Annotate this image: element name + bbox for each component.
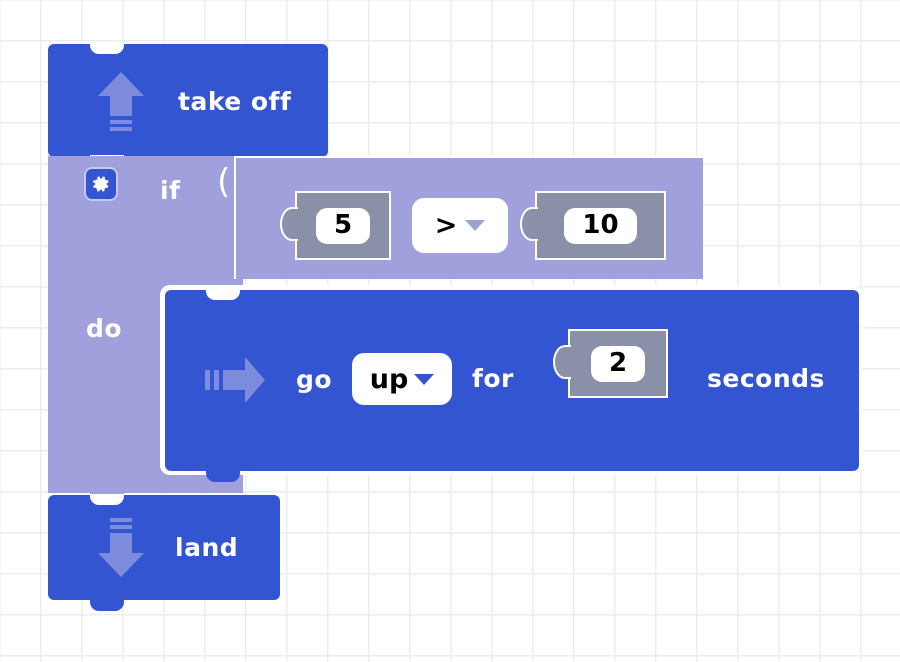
- value-block-number-left[interactable]: 5: [280, 191, 391, 260]
- number-field-left[interactable]: 5: [315, 207, 371, 244]
- block-land[interactable]: land: [48, 494, 280, 611]
- arrow-right-go-icon: [205, 354, 265, 410]
- block-take-off[interactable]: take off: [48, 43, 328, 157]
- block-take-off-label: take off: [178, 87, 292, 116]
- if-input-top-edge: [234, 156, 703, 158]
- number-field-right[interactable]: 10: [564, 207, 637, 244]
- block-if-label: if: [160, 176, 181, 205]
- block-go-label: go: [296, 365, 333, 394]
- value-block-number-right[interactable]: 10: [520, 191, 666, 260]
- arrow-up-takeoff-icon: [96, 70, 146, 136]
- chevron-down-icon: [465, 220, 486, 231]
- puzzle-connector-icon: [280, 207, 298, 241]
- block-go-for-label: for: [472, 364, 514, 393]
- block-go-notch-bottom: [206, 471, 240, 482]
- block-land-notch-bottom: [90, 600, 124, 611]
- if-open-paren: (: [217, 162, 231, 202]
- dropdown-direction-value: up: [369, 363, 409, 395]
- block-land-label: land: [175, 533, 239, 562]
- puzzle-connector-icon: [520, 207, 538, 241]
- gear-icon[interactable]: [84, 167, 118, 201]
- if-input-divider: [234, 156, 236, 279]
- puzzle-connector-icon: [553, 345, 571, 379]
- chevron-down-icon: [414, 373, 435, 385]
- dropdown-operator-value: >: [434, 210, 458, 241]
- block-notch-top: [90, 43, 124, 54]
- arrow-down-land-icon: [96, 517, 146, 583]
- block-go-notch-top: [206, 289, 240, 300]
- block-land-notch-top: [90, 494, 124, 505]
- dropdown-direction[interactable]: up: [352, 353, 452, 405]
- value-block-duration[interactable]: 2: [553, 329, 668, 398]
- number-field-duration[interactable]: 2: [590, 345, 646, 382]
- block-go-seconds-label: seconds: [707, 364, 825, 393]
- dropdown-operator[interactable]: >: [412, 198, 508, 253]
- block-if-do-label: do: [86, 314, 123, 343]
- block-go[interactable]: go: [165, 289, 859, 482]
